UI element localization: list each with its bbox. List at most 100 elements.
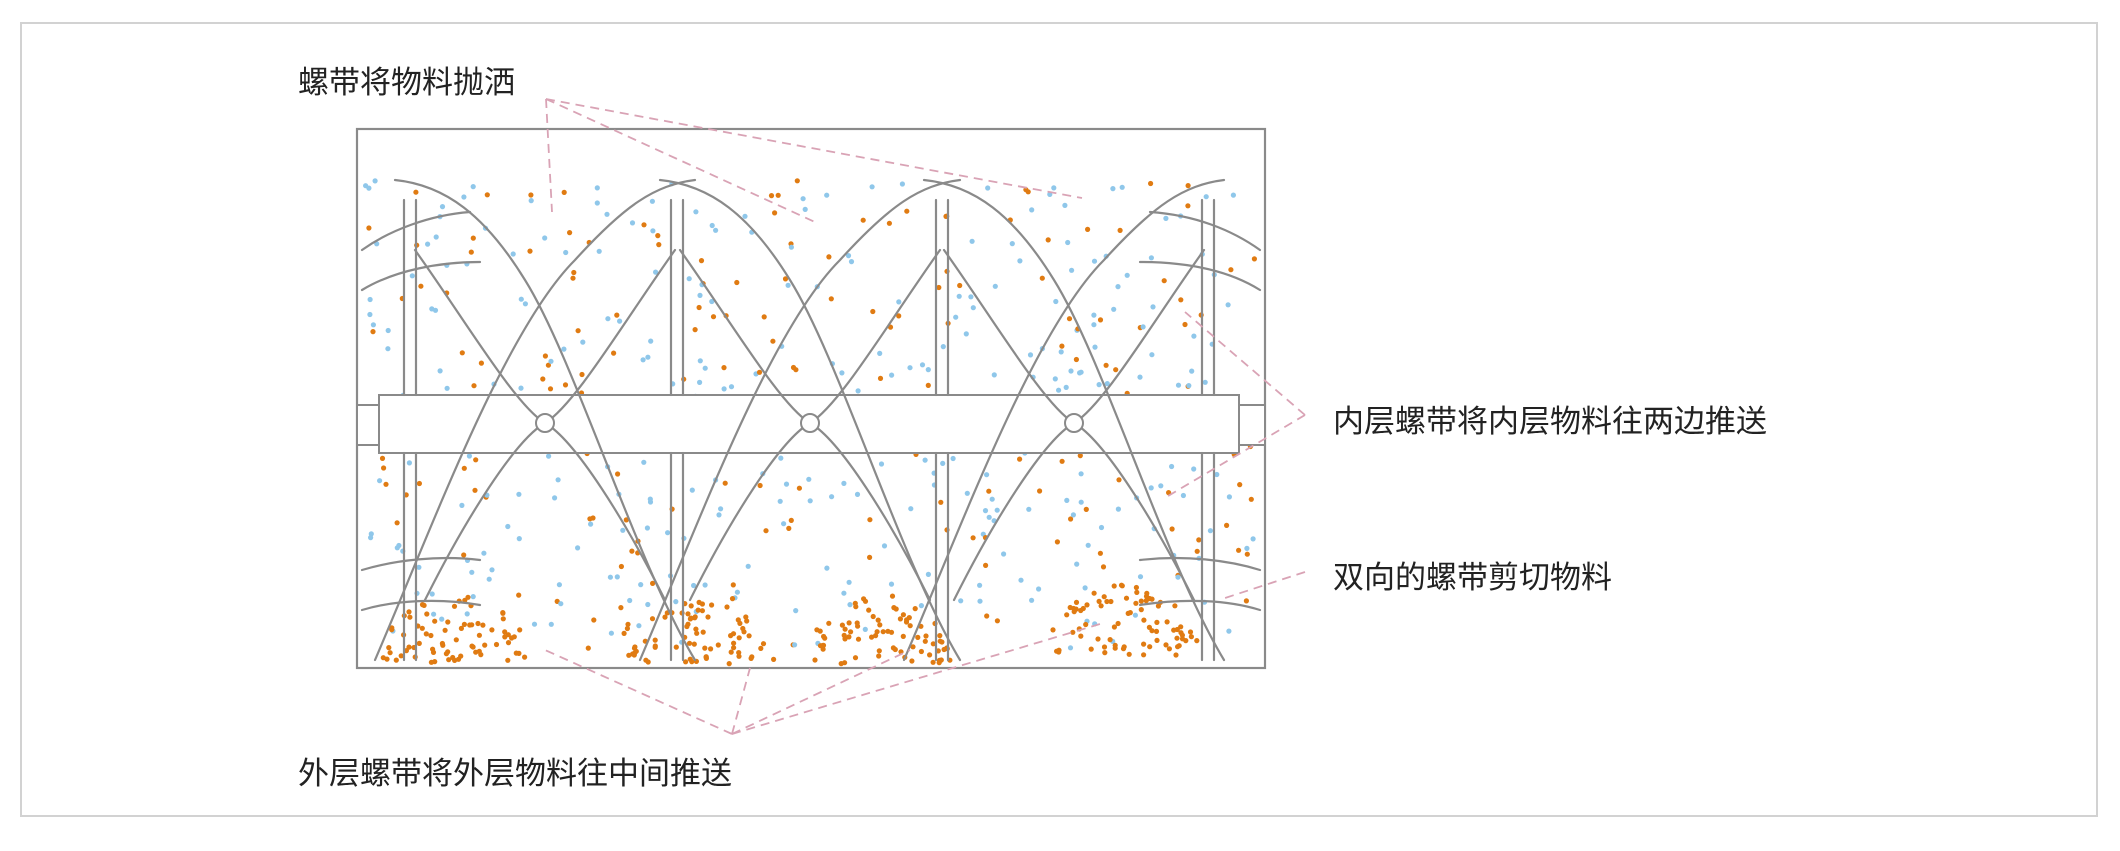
material-particle <box>561 346 567 352</box>
material-particle <box>502 629 508 635</box>
material-particle <box>1187 629 1194 635</box>
material-particle <box>842 626 848 632</box>
material-particle <box>1077 370 1083 376</box>
material-particle <box>1085 542 1091 548</box>
material-particle <box>367 296 373 303</box>
outer-ribbon-blade <box>902 178 1226 662</box>
material-particle <box>736 650 742 656</box>
material-particle <box>1143 598 1149 604</box>
material-particle <box>876 648 882 654</box>
material-particle <box>1119 184 1125 190</box>
material-particle <box>640 357 646 363</box>
material-particle <box>625 621 631 627</box>
material-particle <box>763 528 769 534</box>
material-particle <box>919 362 926 368</box>
material-particle <box>516 592 522 598</box>
material-particle <box>869 184 875 190</box>
material-particle <box>1066 316 1073 322</box>
leader-line-right-1 <box>1167 414 1306 497</box>
material-particle <box>1101 644 1108 650</box>
material-particle <box>466 453 472 459</box>
material-particle <box>685 621 691 627</box>
material-particle <box>627 597 633 604</box>
material-particle <box>886 220 893 226</box>
material-particle <box>1141 652 1147 658</box>
material-particle <box>451 603 458 609</box>
material-particle <box>781 521 787 527</box>
material-particle <box>1062 202 1068 208</box>
material-particle <box>546 453 552 459</box>
material-particle <box>1183 638 1189 644</box>
leader-line-top <box>545 98 1083 199</box>
material-particle <box>1097 317 1104 323</box>
material-particle <box>985 185 991 191</box>
material-particle <box>1009 241 1015 247</box>
leader-line-top <box>545 98 553 213</box>
material-particle <box>433 234 439 240</box>
material-particle <box>896 313 902 319</box>
material-particle <box>1073 356 1079 363</box>
material-particle <box>631 645 638 651</box>
material-particle <box>367 311 373 318</box>
material-particle <box>618 563 625 570</box>
material-particle <box>846 579 852 585</box>
end-ribbon-blade <box>360 599 482 612</box>
blade-hubs <box>535 413 1084 433</box>
end-ribbon-blade <box>1138 556 1262 572</box>
material-particle <box>545 362 552 368</box>
material-particle <box>381 465 387 471</box>
material-particle <box>953 314 959 320</box>
material-particle <box>1053 298 1059 305</box>
material-particle <box>1037 488 1043 494</box>
material-particle <box>702 582 708 588</box>
material-particle <box>940 460 946 466</box>
material-particle <box>1115 284 1121 290</box>
material-particle <box>841 590 847 596</box>
leader-line-bottom <box>731 623 1101 735</box>
material-particle <box>1036 586 1042 592</box>
material-particle <box>786 525 792 532</box>
material-particle <box>900 612 907 618</box>
material-particle <box>384 656 390 662</box>
material-particle <box>429 591 435 597</box>
material-particle <box>1186 383 1192 389</box>
material-particle <box>1250 536 1256 542</box>
material-particle <box>418 283 424 289</box>
material-particle <box>689 487 695 493</box>
material-particle <box>1111 624 1117 630</box>
material-particle <box>918 648 925 655</box>
material-particle <box>908 506 914 512</box>
material-particle <box>500 616 506 622</box>
material-particle <box>458 625 464 632</box>
material-particle <box>760 641 767 647</box>
material-particle <box>647 496 653 502</box>
material-particle <box>444 385 450 391</box>
material-particle <box>1050 627 1056 633</box>
outer-ribbon-blade <box>638 178 962 662</box>
material-particle <box>1196 537 1202 543</box>
material-particle <box>794 178 800 184</box>
material-particle <box>842 660 848 666</box>
material-particle <box>699 601 706 607</box>
material-particle <box>986 488 992 494</box>
leader-line-top <box>545 98 816 223</box>
material-particle <box>728 633 734 639</box>
material-particle <box>1052 376 1058 382</box>
material-particle <box>1117 227 1123 233</box>
material-particle <box>1001 551 1007 557</box>
material-particle <box>692 327 698 333</box>
material-particle <box>922 638 928 644</box>
material-particle <box>1154 637 1160 644</box>
material-particle <box>432 618 438 624</box>
material-particle <box>1251 256 1257 262</box>
material-particle <box>1100 564 1107 570</box>
material-particle <box>697 358 703 364</box>
material-particle <box>649 198 656 204</box>
material-particle <box>652 643 658 649</box>
material-particle <box>793 608 799 614</box>
material-particle <box>648 338 654 344</box>
material-particle <box>713 227 719 233</box>
material-particle <box>505 657 511 663</box>
material-particle <box>785 282 791 288</box>
material-particle <box>852 600 858 607</box>
